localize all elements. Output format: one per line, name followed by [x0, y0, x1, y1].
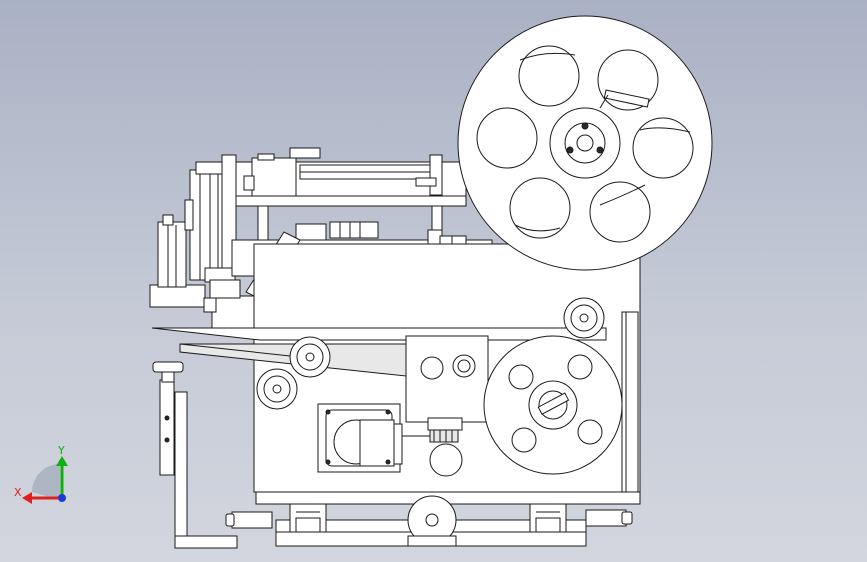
- guide-roller-3: [563, 297, 605, 339]
- caster-wheel: [407, 495, 457, 547]
- guide-roller-1: [289, 336, 331, 378]
- central-block: [405, 335, 489, 477]
- z-axis-point: [58, 494, 66, 502]
- guide-roller-2: [256, 368, 298, 410]
- top-cylinder-assembly: [235, 147, 467, 243]
- x-axis-label: X: [14, 486, 22, 499]
- coordinate-triad: Y X: [14, 444, 68, 504]
- rewind-reel: [483, 335, 623, 475]
- unwind-reel: [457, 15, 713, 271]
- motor-housing: [317, 403, 430, 473]
- y-axis-label: Y: [57, 444, 65, 457]
- left-l-bracket: [152, 361, 238, 549]
